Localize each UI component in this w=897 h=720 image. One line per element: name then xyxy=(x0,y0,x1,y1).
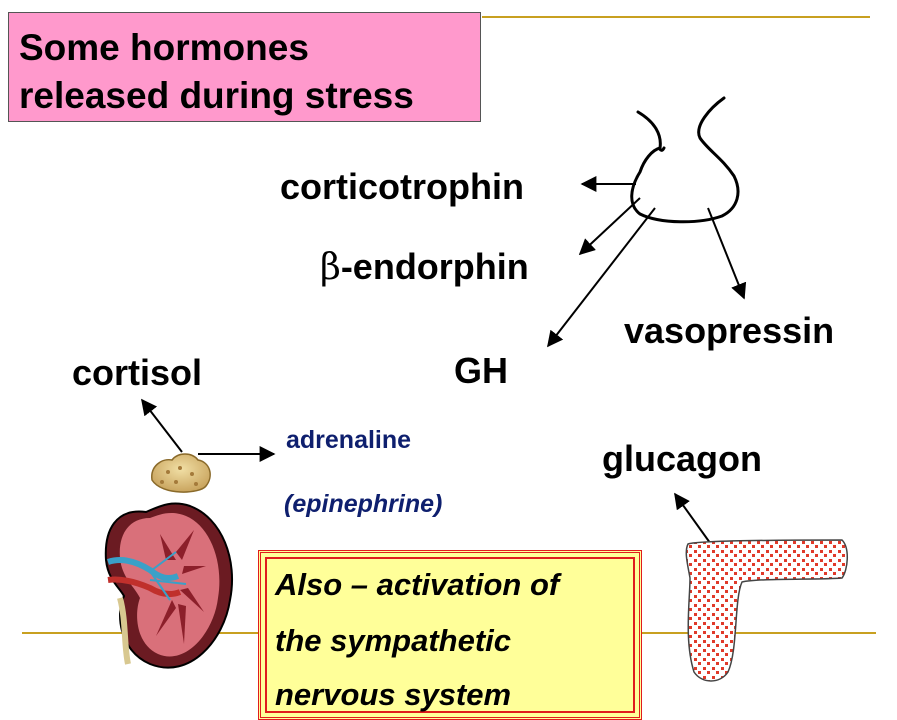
top-rule-line xyxy=(482,16,870,18)
arrow-to-gh xyxy=(547,207,656,348)
label-glucagon: glucagon xyxy=(602,438,762,479)
label-beta-endorphin: β-endorphin xyxy=(320,246,529,288)
pituitary-icon xyxy=(630,96,740,224)
label-corticotrophin: corticotrophin xyxy=(280,166,524,207)
pancreas-icon xyxy=(685,539,848,682)
endorphin-text: -endorphin xyxy=(340,246,529,287)
note-line-1: Also – activation of xyxy=(275,567,560,602)
arrow-to-endorphin xyxy=(578,197,641,256)
title-line-1: Some hormones xyxy=(19,27,309,68)
note-line-2: the sympathetic xyxy=(275,623,512,658)
kidney-icon xyxy=(104,502,234,669)
title-box: Some hormones released during stress xyxy=(8,12,481,122)
note-line-3: nervous system xyxy=(275,677,512,712)
arrow-to-cortisol xyxy=(141,398,183,453)
beta-symbol: β xyxy=(320,247,341,288)
label-cortisol: cortisol xyxy=(72,352,203,393)
note-box: Also – activation of the sympathetic ner… xyxy=(258,550,642,720)
label-vasopressin: vasopressin xyxy=(624,310,835,351)
title-line-2: released during stress xyxy=(19,75,414,116)
hormone-arrows xyxy=(141,176,747,555)
label-epinephrine: (epinephrine) xyxy=(284,490,443,518)
label-adrenaline: adrenaline xyxy=(286,426,412,454)
bottom-rule-line-right xyxy=(640,632,876,634)
adrenal-gland-icon xyxy=(151,453,211,493)
label-gh: GH xyxy=(454,350,508,391)
arrow-to-vasopressin xyxy=(707,207,747,300)
